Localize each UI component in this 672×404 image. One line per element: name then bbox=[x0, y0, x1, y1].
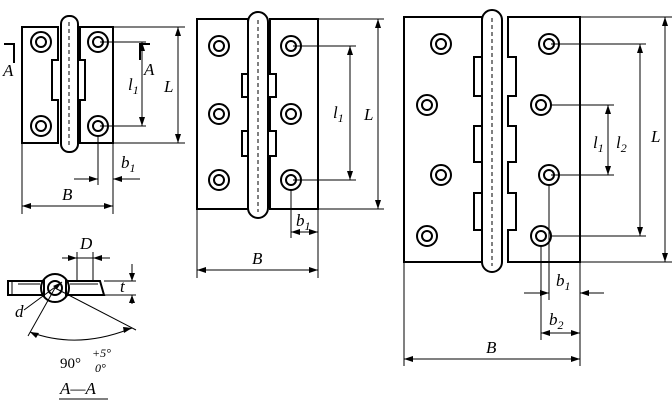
angle-tolerance-lower: 0° bbox=[95, 361, 106, 375]
section-pin bbox=[47, 280, 63, 296]
hinge-small-right-leaf bbox=[79, 26, 114, 144]
dim-l1-medium: l1 bbox=[333, 103, 344, 125]
hinge-small: A A l1 L b1 B bbox=[2, 15, 185, 214]
dim-b1-small: b1 bbox=[121, 153, 136, 175]
section-view-AA: D t d 90° +5° 0° A—A bbox=[7, 234, 137, 400]
angle-value: 90° bbox=[60, 356, 81, 372]
dim-b1-large: b1 bbox=[556, 271, 571, 293]
section-right-leaf bbox=[65, 280, 106, 296]
dim-B-large: B bbox=[486, 338, 497, 357]
hinge-medium: l1 L b1 B bbox=[196, 11, 384, 278]
section-marker-left bbox=[4, 43, 15, 63]
dim-l1-small: l1 bbox=[128, 75, 139, 97]
hinge-small-left-leaf bbox=[21, 26, 59, 144]
hinge-large-screw-holes bbox=[416, 33, 560, 247]
section-left-leaf bbox=[7, 280, 45, 296]
dim-b1-medium: b1 bbox=[296, 211, 311, 233]
dim-D: D bbox=[79, 234, 93, 253]
section-label-right: A bbox=[143, 60, 155, 79]
dim-d: d bbox=[15, 302, 24, 321]
hinge-large-right-leaf bbox=[507, 16, 581, 263]
section-marker-right bbox=[139, 43, 150, 60]
hinge-large-knuckle bbox=[481, 9, 503, 273]
dim-B-medium: B bbox=[252, 249, 263, 268]
dim-L-large: L bbox=[650, 127, 660, 146]
section-knuckle bbox=[40, 273, 70, 303]
hinge-medium-left-leaf bbox=[196, 18, 249, 210]
dim-l1-large: l1 bbox=[593, 133, 604, 155]
hinge-medium-screw-holes bbox=[208, 35, 302, 191]
hinge-large: l1 l2 L b1 b2 bbox=[403, 9, 672, 366]
dim-L-medium: L bbox=[363, 105, 373, 124]
hinge-medium-knuckle bbox=[247, 11, 269, 219]
section-label-left: A bbox=[2, 61, 14, 80]
dim-l2-large: l2 bbox=[616, 133, 627, 155]
dim-B-small: B bbox=[62, 185, 73, 204]
dim-t: t bbox=[120, 277, 126, 296]
dim-b2-large: b2 bbox=[549, 310, 564, 332]
angle-tolerance-upper: +5° bbox=[92, 346, 111, 360]
hinge-small-knuckle bbox=[60, 15, 79, 153]
dim-L-small: L bbox=[163, 77, 173, 96]
section-title: A—A bbox=[59, 379, 97, 398]
